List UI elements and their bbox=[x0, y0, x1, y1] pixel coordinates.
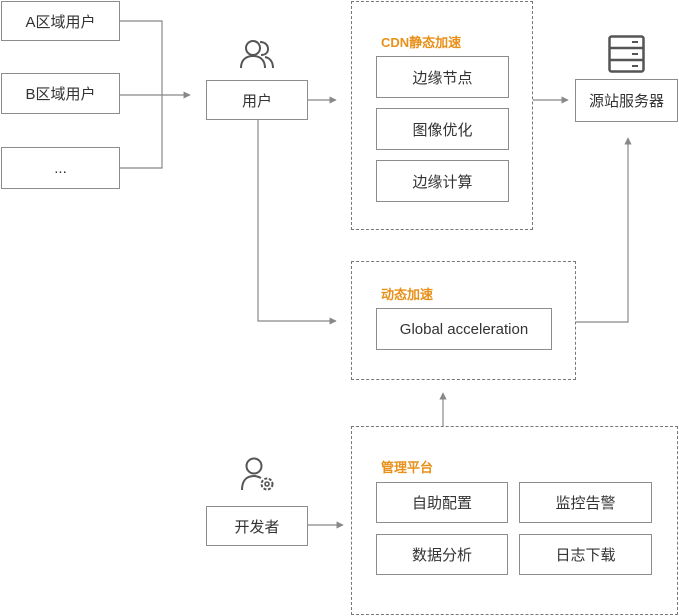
management-item-label: 数据分析 bbox=[411, 547, 472, 564]
cdn-group-title: CDN静态加速 bbox=[381, 35, 462, 50]
cdn-item-image-optimization: 图像优化 bbox=[376, 108, 509, 150]
region-a-users-label: A区域用户 bbox=[25, 13, 96, 31]
arrow-user-to-dynamic bbox=[257, 120, 337, 325]
management-item-monitoring-alerts: 监控告警 bbox=[519, 482, 652, 523]
connector-region-more bbox=[120, 95, 163, 169]
user-settings-icon bbox=[241, 457, 274, 491]
management-platform-group bbox=[351, 426, 678, 615]
cdn-item-label: 图像优化 bbox=[412, 121, 473, 139]
server-icon bbox=[608, 35, 645, 73]
cdn-item-label: 边缘计算 bbox=[412, 173, 473, 191]
arrow-dynamic-to-origin bbox=[576, 137, 632, 323]
management-item-label: 日志下载 bbox=[555, 547, 616, 564]
management-item-label: 自助配置 bbox=[411, 495, 472, 512]
cdn-item-edge-computing: 边缘计算 bbox=[376, 160, 509, 202]
origin-server-label: 源站服务器 bbox=[588, 93, 664, 110]
origin-server-box: 源站服务器 bbox=[575, 79, 678, 122]
management-item-label: 监控告警 bbox=[555, 495, 616, 512]
global-acceleration-box: Global acceleration bbox=[376, 308, 552, 350]
management-item-self-config: 自助配置 bbox=[376, 482, 508, 523]
dynamic-group-title: 动态加速 bbox=[381, 287, 434, 302]
user-label: 用户 bbox=[241, 92, 272, 110]
region-b-users-label: B区域用户 bbox=[25, 86, 96, 103]
user-box: 用户 bbox=[206, 80, 308, 120]
more-users-label: ... bbox=[54, 159, 67, 177]
dynamic-acceleration-group bbox=[351, 261, 576, 380]
more-users-box: ... bbox=[1, 147, 120, 189]
management-group-title: 管理平台 bbox=[381, 460, 434, 475]
cdn-item-label: 边缘节点 bbox=[412, 69, 473, 87]
users-icon bbox=[240, 40, 274, 69]
management-item-log-download: 日志下载 bbox=[519, 534, 652, 575]
cdn-static-acceleration-group bbox=[351, 1, 533, 230]
connector-region-a bbox=[120, 20, 163, 95]
management-item-data-analysis: 数据分析 bbox=[376, 534, 508, 575]
cdn-item-edge-node: 边缘节点 bbox=[376, 56, 509, 98]
region-b-users-box: B区域用户 bbox=[1, 73, 120, 114]
region-a-users-box: A区域用户 bbox=[1, 1, 120, 41]
developer-box: 开发者 bbox=[206, 506, 308, 546]
global-acceleration-label: Global acceleration bbox=[399, 320, 529, 338]
developer-label: 开发者 bbox=[234, 518, 280, 536]
